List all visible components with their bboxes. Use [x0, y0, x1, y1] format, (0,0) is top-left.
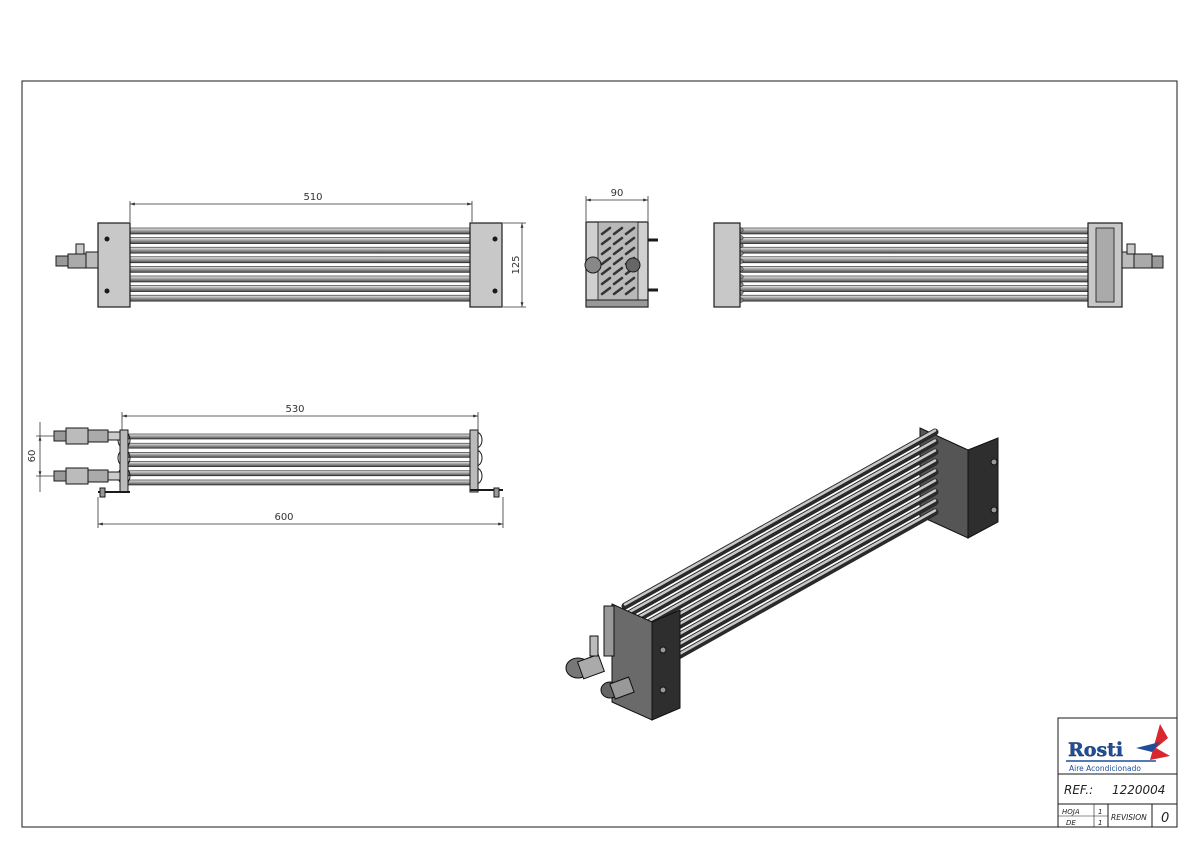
- iso-tube: [621, 428, 939, 610]
- front-view: 510 125: [55, 192, 526, 308]
- fin-slot: [600, 246, 612, 256]
- iso-tube: [621, 438, 939, 620]
- tube: [129, 256, 471, 264]
- fin-slot: [600, 256, 612, 266]
- tube: [739, 294, 1089, 302]
- fin-slot: [624, 286, 636, 296]
- fin-slot: [612, 236, 624, 246]
- isometric-view: [565, 427, 999, 721]
- tube: [127, 479, 471, 486]
- fin-slot: [600, 286, 612, 296]
- iso-tube: [621, 448, 939, 630]
- fin-slot: [624, 246, 636, 256]
- tube: [129, 227, 471, 235]
- brand-logo: Rosti Aire Acondicionado: [1066, 724, 1170, 773]
- fin-slot: [600, 226, 612, 236]
- ref-value: 1220004: [1112, 783, 1165, 797]
- tube: [739, 237, 1089, 244]
- iso-tube-highlight: [623, 439, 937, 616]
- top-view: 530 600 60: [27, 404, 504, 528]
- fin-slot: [600, 266, 612, 276]
- fin-slot: [612, 246, 624, 256]
- dim-side-width: 90: [611, 188, 624, 199]
- fin-slot: [612, 286, 624, 296]
- tube: [127, 470, 471, 477]
- fin-slot: [612, 266, 624, 276]
- of-value: 1: [1098, 819, 1102, 827]
- fin-slot: [624, 226, 636, 236]
- sheet-value: 1: [1098, 808, 1102, 816]
- tube: [127, 442, 471, 449]
- fin-slot: [612, 276, 624, 286]
- tube: [129, 294, 471, 302]
- tube: [739, 266, 1089, 273]
- dim-top-height: 60: [27, 450, 38, 463]
- sheet-frame: [21, 80, 1178, 828]
- tube: [127, 452, 471, 458]
- tube: [129, 266, 471, 273]
- title-block: Rosti Aire Acondicionado REF.: 1220004 H…: [1057, 717, 1178, 828]
- side-view: 90: [584, 188, 658, 308]
- tube: [739, 256, 1089, 264]
- brand-name: Rosti: [1068, 739, 1123, 761]
- tube: [739, 285, 1089, 292]
- dim-front-length: 510: [303, 192, 322, 203]
- revision-value: 0: [1161, 811, 1169, 826]
- tube: [129, 246, 471, 254]
- tube: [739, 246, 1089, 254]
- brand-subtitle: Aire Acondicionado: [1069, 764, 1141, 773]
- tube: [739, 227, 1089, 235]
- iso-tube-highlight: [623, 459, 937, 636]
- tube: [739, 275, 1089, 283]
- fin-slot: [612, 256, 624, 266]
- fin-slot: [624, 236, 636, 246]
- tube: [129, 237, 471, 244]
- of-label: DE: [1066, 819, 1076, 827]
- fin-slot: [600, 276, 612, 286]
- tube: [129, 285, 471, 292]
- revision-label: REVISION: [1111, 813, 1147, 822]
- dim-top-overall: 600: [274, 512, 293, 523]
- tube: [127, 433, 471, 440]
- dim-front-height: 125: [511, 255, 522, 274]
- ref-label: REF.:: [1064, 783, 1093, 797]
- tube: [129, 275, 471, 283]
- sheet-label: HOJA: [1062, 808, 1080, 816]
- iso-tube: [621, 458, 939, 640]
- iso-tube-highlight: [623, 449, 937, 626]
- rear-view: [713, 222, 1164, 308]
- fin-slot: [600, 236, 612, 246]
- fin-slot: [612, 226, 624, 236]
- fin-slot: [624, 276, 636, 286]
- tube: [127, 461, 471, 467]
- iso-tube-highlight: [623, 429, 937, 606]
- dim-top-length: 530: [285, 404, 304, 415]
